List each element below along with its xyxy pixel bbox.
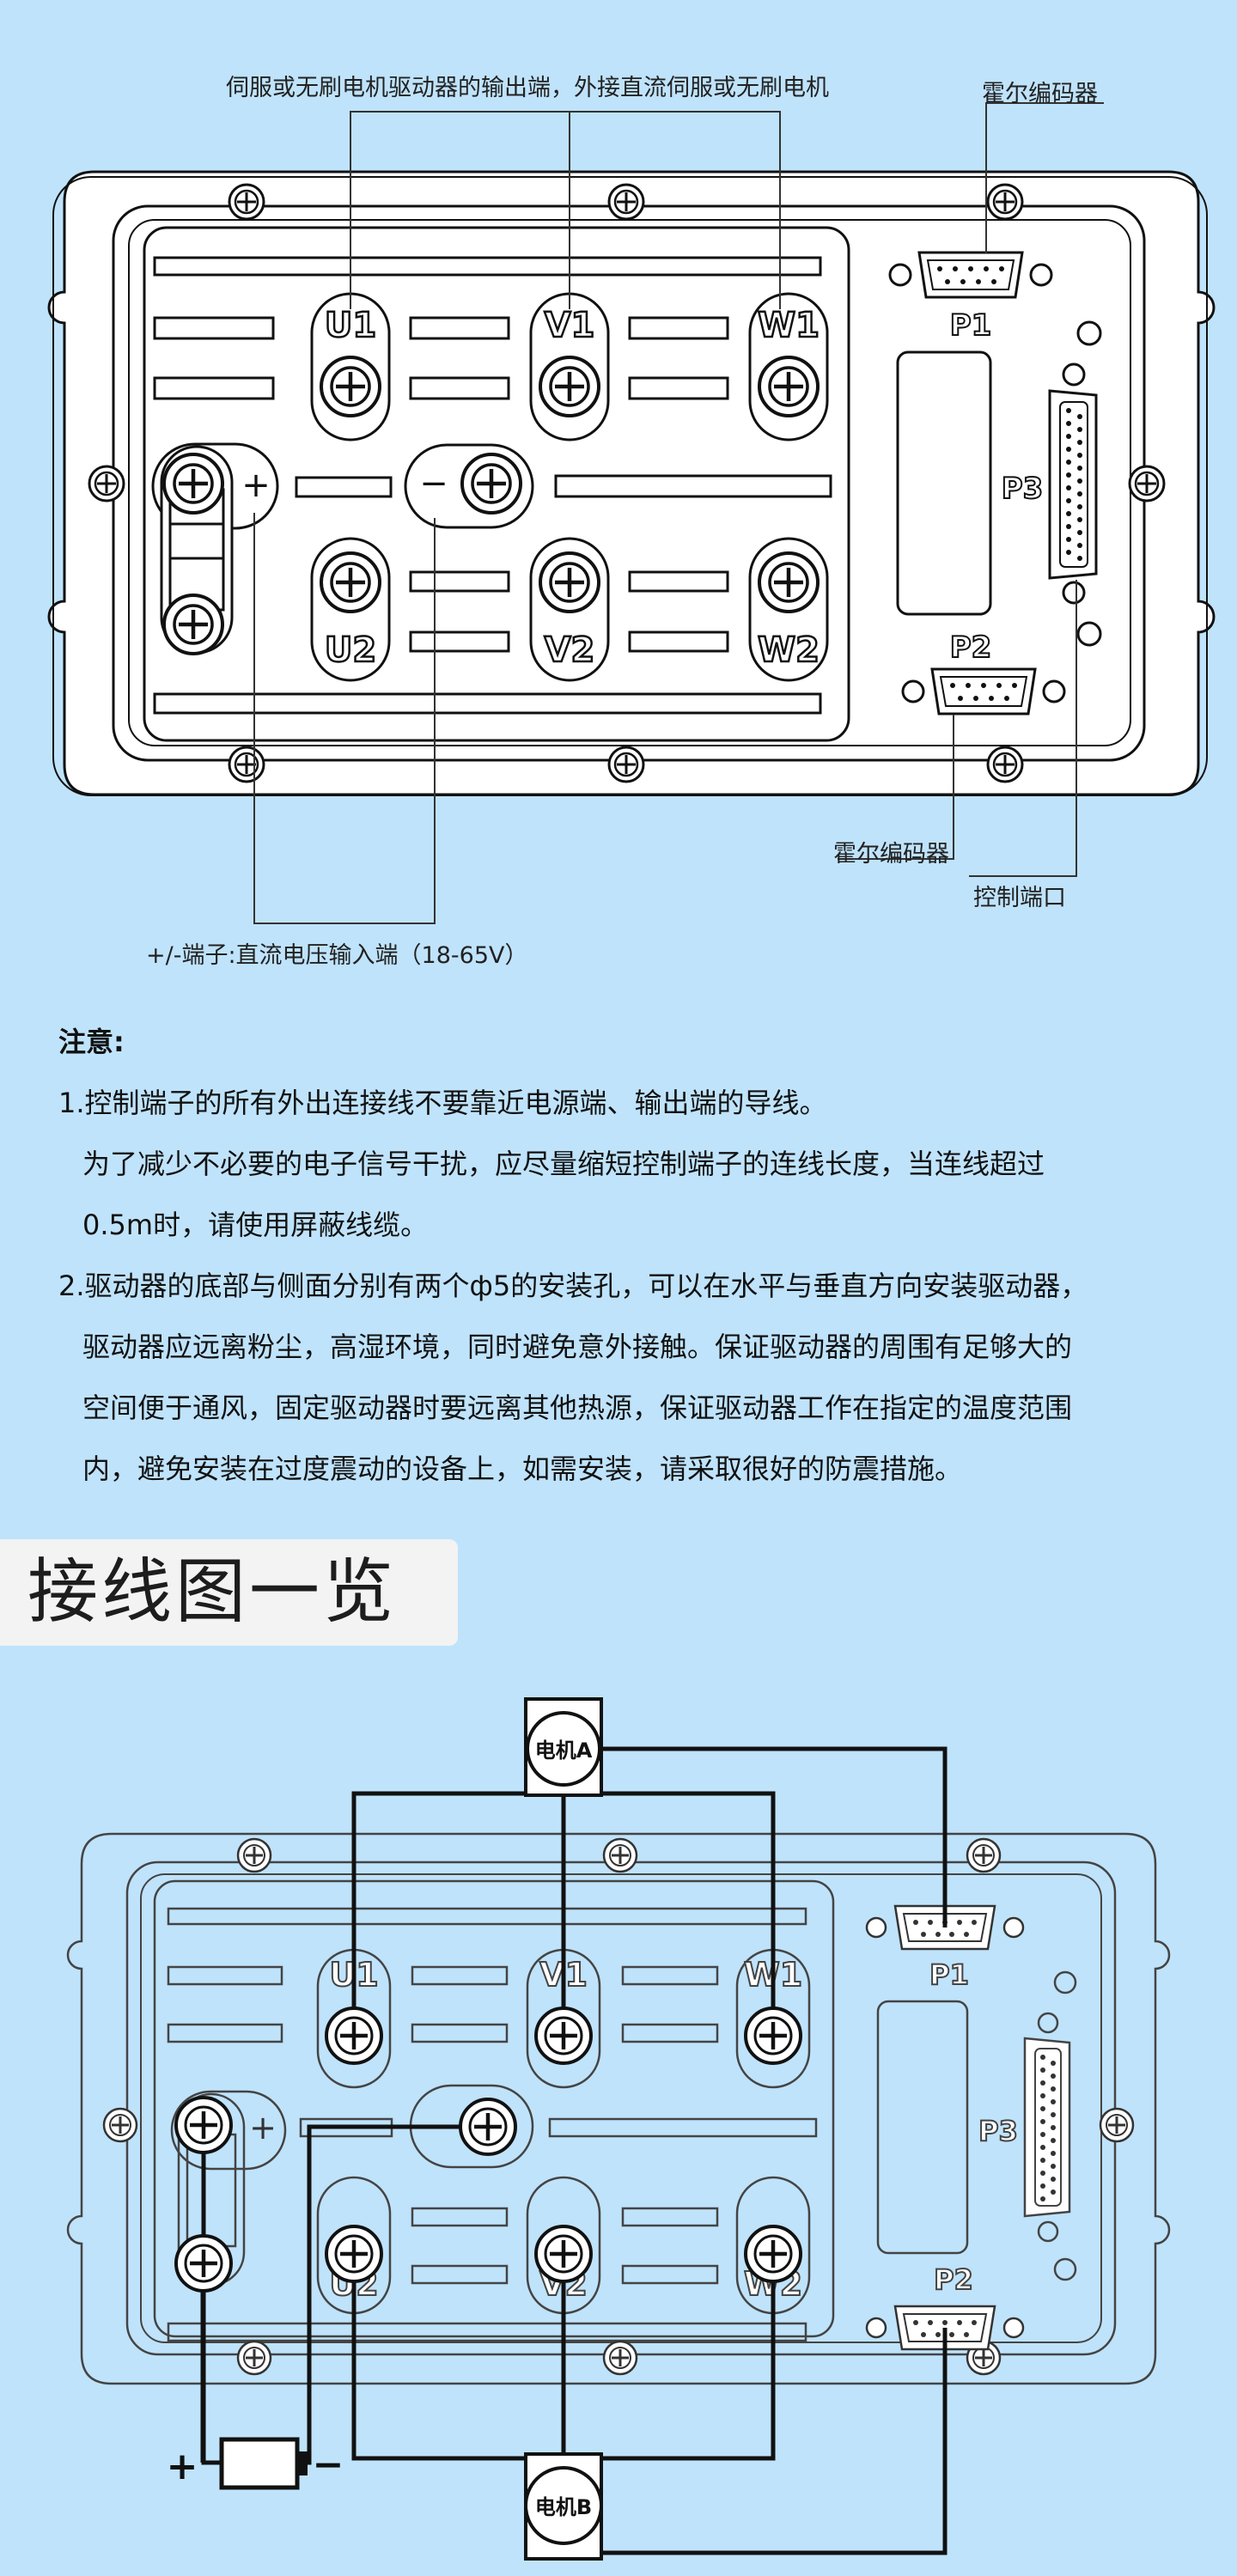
p3-label: P3	[1002, 472, 1044, 506]
output-terminal-label: 伺服或无刷电机驱动器的输出端，外接直流伺服或无刷电机	[226, 75, 829, 101]
supply-minus-label: −	[313, 2443, 344, 2487]
terminal-w1-label: W1	[758, 306, 820, 345]
note-1-line-2: 为了减少不必要的电子信号干扰，应尽量缩短控制端子的连线长度，当连线超过	[82, 1148, 1045, 1180]
wiring-p1-label: P1	[929, 1958, 969, 1991]
notes-section: 注意: 1.控制端子的所有外出连接线不要靠近电源端、输出端的导线。 为了减少不必…	[58, 1012, 1192, 1500]
terminal-u2-label: U2	[325, 630, 376, 670]
terminal-u1-label: U1	[325, 306, 376, 345]
terminal-w2-label: W2	[758, 630, 820, 670]
note-2-line-2: 驱动器应远离粉尘，高湿环境，同时避免意外接触。保证驱动器的周围有足够大的	[82, 1331, 1073, 1363]
wiring-overview-title: 接线图一览	[27, 1551, 398, 1633]
note-2-line-4: 内，避免安装在过度震动的设备上，如需安装，请采取很好的防震措施。	[82, 1452, 963, 1485]
hall-encoder-bottom-label: 霍尔编码器	[833, 841, 949, 868]
p2-label: P2	[950, 630, 992, 665]
wiring-p3-label: P3	[978, 2115, 1018, 2147]
p1-label: P1	[950, 308, 992, 343]
note-2-line-1: 2.驱动器的底部与侧面分别有两个ф5的安装孔，可以在水平与垂直方向安装驱动器，	[58, 1270, 1088, 1302]
note-1-line-1: 1.控制端子的所有外出连接线不要靠近电源端、输出端的导线。	[58, 1087, 827, 1119]
notes-title: 注意:	[58, 1026, 125, 1058]
hall-encoder-top-label: 霍尔编码器	[982, 81, 1098, 107]
terminal-v1-label: V1	[545, 306, 595, 345]
control-port-label: 控制端口	[973, 885, 1066, 911]
driver-panel-diagram: U1 V1 W1 U2 V2 W2 + − P1 P2 P3	[47, 102, 1216, 924]
wiring-p2-label: P2	[934, 2263, 973, 2296]
motor-a-label: 电机A	[535, 1739, 593, 1763]
wiring-diagram: U1 V1 W1 U2 V2 W2 + P1 P2 P3	[66, 1697, 1171, 2561]
terminal-v2-label: V2	[545, 630, 595, 670]
note-2-line-3: 空间便于通风，固定驱动器时要远离其他热源，保证驱动器工作在指定的温度范围	[82, 1392, 1073, 1424]
supply-plus-label: +	[167, 2445, 198, 2488]
note-1-line-3: 0.5m时，请使用屏蔽线缆。	[82, 1209, 429, 1241]
power-input-label: +/-端子:直流电压输入端（18-65V）	[146, 942, 528, 969]
power-minus-label: −	[419, 464, 448, 503]
motor-b-label: 电机B	[535, 2495, 592, 2519]
wiring-overview-banner: 接线图一览	[0, 1539, 458, 1646]
wiring-plus-label: +	[249, 2109, 277, 2147]
power-plus-label: +	[241, 466, 271, 505]
